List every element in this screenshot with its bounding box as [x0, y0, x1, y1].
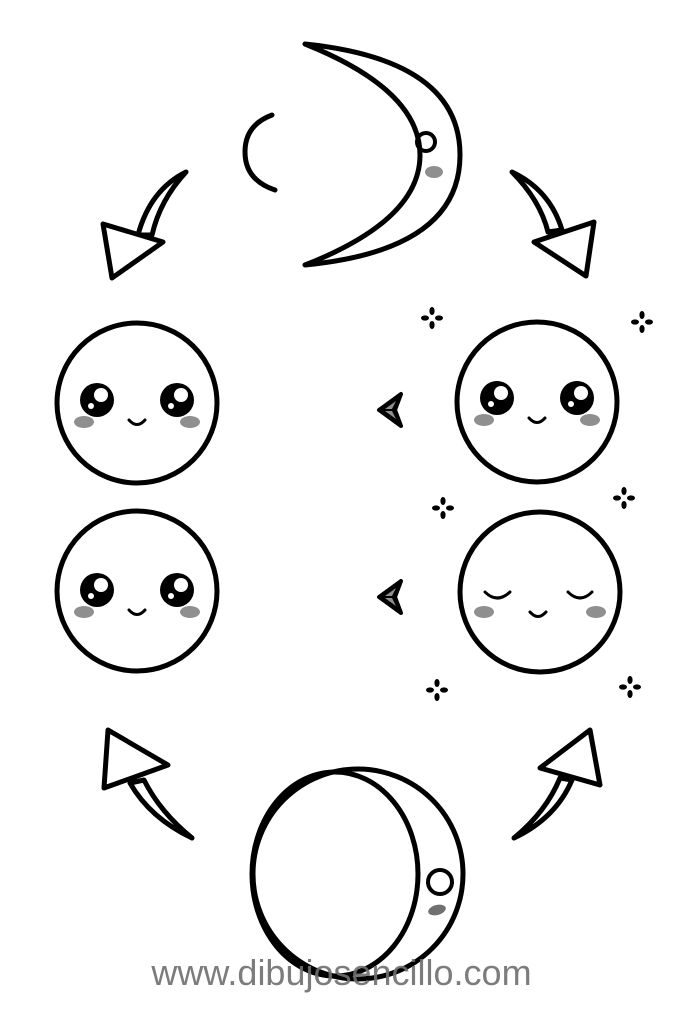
sparkle-icon — [619, 676, 641, 698]
full-moon-face-bottom-left — [54, 508, 220, 674]
small-arrow-icon — [377, 392, 403, 428]
sparkle-icon — [613, 487, 635, 509]
sparkle-icon — [631, 311, 653, 333]
curved-arrow-top-right — [509, 169, 597, 279]
full-moon-face-top-right — [454, 319, 620, 485]
sparkle-icon — [426, 679, 448, 701]
curved-arrow-bottom-left — [101, 727, 195, 841]
sleeping-moon-face-bottom-right — [457, 509, 623, 675]
curved-arrow-top-left — [100, 169, 189, 281]
curved-arrow-bottom-right — [511, 727, 603, 841]
sparkle-icon — [432, 497, 454, 519]
watermark-text: www.dibujosencillo.com — [151, 952, 532, 993]
sparkle-icon — [421, 307, 443, 329]
small-arrow-icon — [377, 579, 403, 615]
crescent-moon-bottom — [249, 766, 466, 982]
crescent-moon-top — [242, 41, 463, 268]
full-moon-face-top-left — [54, 320, 220, 486]
